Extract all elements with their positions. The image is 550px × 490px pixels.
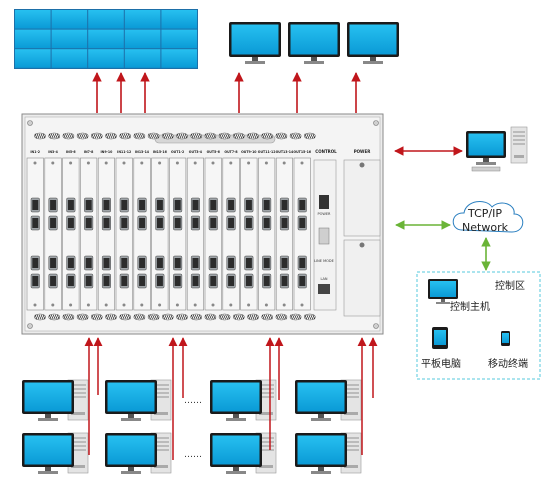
input-pc (22, 432, 89, 474)
matrix-chassis: IN1-2 IN3-4 IN5-6 IN7-8 IN9-10 IN11-12 IN13-14… (21, 113, 384, 335)
io-card (115, 157, 133, 311)
control-zone: 控制区 控制主机 平板电脑 移动终端 (416, 271, 541, 380)
output-monitor (229, 22, 281, 64)
host-label: 控制主机 (450, 300, 490, 313)
io-card (293, 157, 311, 311)
serial-port (318, 227, 330, 245)
io-card (133, 157, 151, 311)
io-card (80, 157, 98, 311)
slot-label: IN5-6 (66, 150, 76, 154)
input-pc-monitor (105, 433, 157, 474)
input-pc (295, 432, 362, 474)
slot-label: IN15-16 (153, 150, 168, 154)
wall-panel (51, 29, 88, 49)
ctrl-port-label-line: LINE MODE (314, 259, 334, 263)
ellipsis-2: …… (184, 450, 202, 460)
control-zone-title: 控制区 (495, 279, 525, 292)
input-pc (210, 432, 277, 474)
io-card (169, 157, 187, 311)
slot-label: IN7-8 (84, 150, 94, 154)
lan-port (318, 284, 330, 294)
input-pc-monitor (105, 380, 157, 421)
output-arrows (92, 72, 361, 113)
output-monitors-top (229, 22, 399, 64)
mobile-label: 移动终端 (488, 357, 528, 370)
slot-label: OUT3-4 (189, 150, 203, 154)
power-module-2 (343, 239, 381, 317)
slot-label: OUT7-8 (224, 150, 238, 154)
wall-panel (161, 29, 197, 49)
control-label: CONTROL (315, 149, 337, 154)
input-sources (22, 379, 362, 474)
video-wall (14, 9, 198, 69)
io-card (62, 157, 80, 311)
slot-label: IN13-14 (135, 150, 150, 154)
control-pc (466, 126, 528, 172)
io-card (258, 157, 276, 311)
slot-label: OUT1-2 (171, 150, 184, 154)
slot-label: IN3-4 (48, 150, 58, 154)
wall-panel (51, 10, 88, 29)
input-pc (105, 432, 172, 474)
network-line2: Network (462, 221, 509, 234)
slot-label: OUT15-16 (293, 150, 311, 154)
slot-label: IN1-2 (30, 150, 40, 154)
input-pc-monitor (22, 433, 74, 474)
wall-panel (15, 49, 51, 68)
ctrl-port-label-lan: LAN (320, 277, 327, 281)
wall-panel (15, 29, 51, 49)
input-pc (210, 379, 277, 421)
wall-panel (88, 49, 124, 68)
power-switch (319, 195, 329, 209)
slot-label: OUT9-10 (241, 150, 257, 154)
slot-label: IN11-12 (117, 150, 131, 154)
input-pc (105, 379, 172, 421)
output-monitor (288, 22, 340, 64)
slot-label: OUT13-14 (276, 150, 294, 154)
input-pc-monitor (22, 380, 74, 421)
wall-panel (15, 10, 51, 29)
ctrl-port-label-power: POWER (318, 212, 332, 216)
slot-label: OUT11-12 (258, 150, 276, 154)
wall-panel (124, 29, 161, 49)
input-pc (295, 379, 362, 421)
io-card (26, 157, 44, 311)
io-card (151, 157, 169, 311)
io-card (275, 157, 294, 311)
power-module-1 (343, 159, 381, 237)
wall-panel (161, 10, 197, 29)
wall-panel (51, 49, 88, 68)
wall-panel (88, 10, 124, 29)
io-card (204, 157, 222, 311)
io-card (186, 157, 204, 311)
tablet-label: 平板电脑 (421, 357, 461, 370)
wall-panel (124, 49, 161, 68)
input-pc-monitor (210, 433, 262, 474)
io-card (44, 157, 62, 311)
input-pc-monitor (295, 380, 347, 421)
wall-panel (161, 49, 197, 68)
slot-label: IN9-10 (100, 150, 113, 154)
io-card (222, 157, 240, 311)
power-label: POWER (354, 149, 371, 154)
slot-label: OUT5-6 (207, 150, 221, 154)
control-pc-monitor (466, 131, 506, 165)
network-cloud: TCP/IP Network (452, 201, 524, 234)
wall-panel (124, 10, 161, 29)
io-card (97, 157, 115, 311)
network-line1: TCP/IP (467, 207, 502, 220)
input-pc-monitor (210, 380, 262, 421)
wall-panel (88, 29, 124, 49)
ellipsis-1: …… (184, 396, 202, 406)
output-monitor (347, 22, 399, 64)
input-pc (22, 379, 89, 421)
io-card (240, 157, 258, 311)
input-arrows (84, 337, 378, 460)
input-pc-monitor (295, 433, 347, 474)
